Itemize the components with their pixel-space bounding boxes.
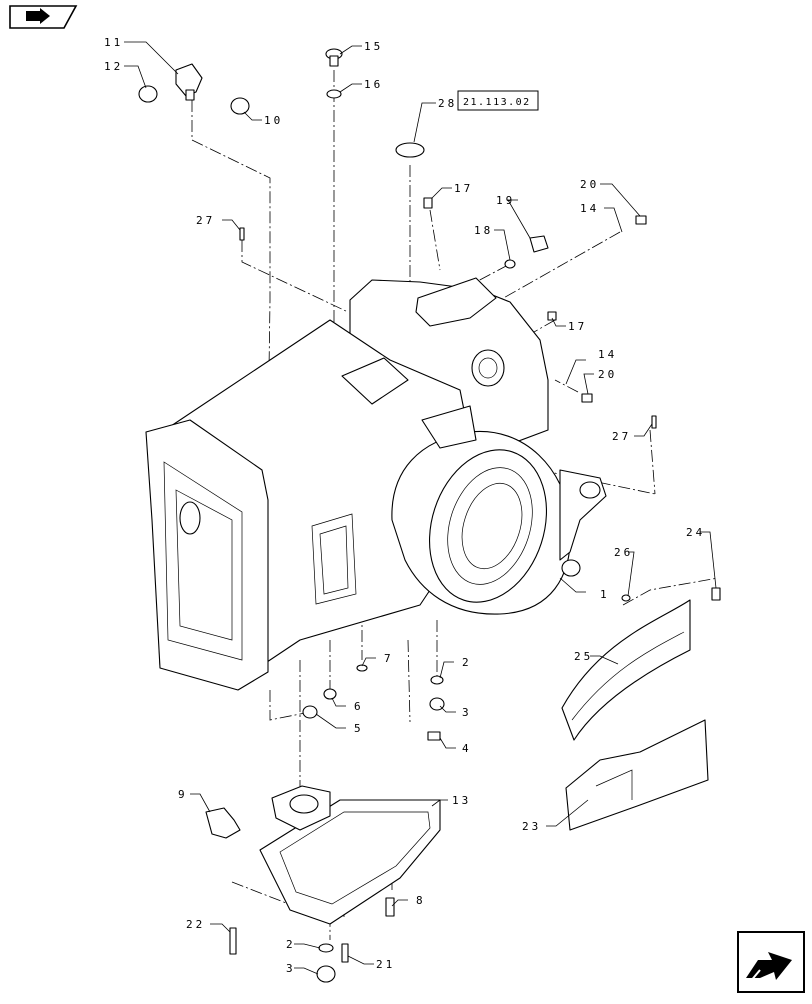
callout-24: 24 (686, 526, 705, 539)
callout-13: 13 (452, 794, 471, 807)
callout-2-upper: 2 (462, 656, 472, 669)
callout-12: 12 (104, 60, 123, 73)
callout-17-lower: 17 (568, 320, 587, 333)
callout-8: 8 (416, 894, 426, 907)
oil-pan (259, 785, 441, 925)
callout-27-right: 27 (612, 430, 631, 443)
callout-25: 25 (574, 650, 593, 663)
callout-6: 6 (354, 700, 364, 713)
callout-4: 4 (462, 742, 472, 755)
callout-14-upper: 14 (580, 202, 599, 215)
next-page-button[interactable] (736, 930, 806, 994)
callout-9: 9 (178, 788, 188, 801)
callout-10: 10 (264, 114, 283, 127)
callout-19: 19 (496, 194, 515, 207)
page-forward-arrow-icon (737, 931, 805, 993)
callout-28: 28 (438, 97, 457, 110)
callout-22: 22 (186, 918, 205, 931)
callout-15: 15 (364, 40, 383, 53)
guard-parts (561, 599, 709, 831)
previous-page-button[interactable] (6, 4, 78, 30)
transmission-housing (145, 277, 607, 691)
callout-18: 18 (474, 224, 493, 237)
callout-17-upper: 17 (454, 182, 473, 195)
callout-20-upper: 20 (580, 178, 599, 191)
callout-7: 7 (384, 652, 394, 665)
callout-labels: 1 2 2 3 3 4 5 6 7 8 9 10 11 12 13 14 14 … (104, 36, 705, 975)
callout-11: 11 (104, 36, 123, 49)
reference-box[interactable]: 21.113.02 (457, 90, 539, 111)
callout-23: 23 (522, 820, 541, 833)
callout-14-lower: 14 (598, 348, 617, 361)
callout-5: 5 (354, 722, 364, 735)
callout-20-lower: 20 (598, 368, 617, 381)
callout-3-upper: 3 (462, 706, 472, 719)
callout-26: 26 (614, 546, 633, 559)
callout-27-left: 27 (196, 214, 215, 227)
callout-2-lower: 2 (286, 938, 296, 951)
callout-3-lower: 3 (286, 962, 296, 975)
callout-21: 21 (376, 958, 395, 971)
hardware-parts (138, 48, 721, 983)
page-back-arrow-icon (9, 5, 78, 29)
leader-lines (124, 41, 717, 975)
reference-box-label[interactable]: 21.113.02 (463, 97, 531, 108)
callout-16: 16 (364, 78, 383, 91)
callout-1: 1 (600, 588, 610, 601)
